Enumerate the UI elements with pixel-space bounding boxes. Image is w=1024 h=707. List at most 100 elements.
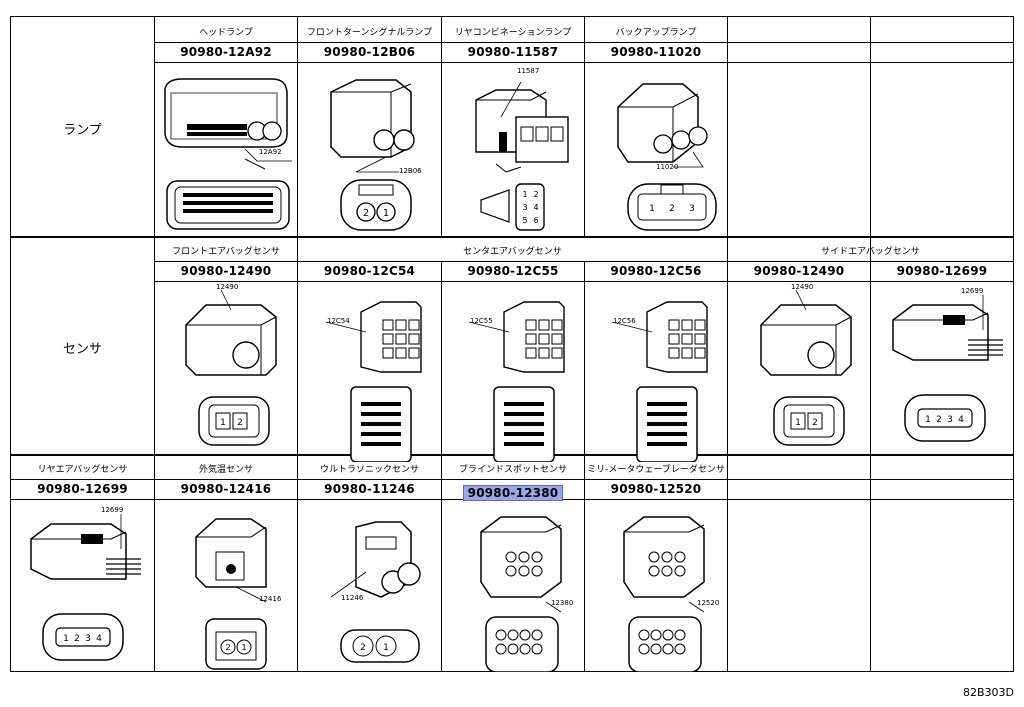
- callout-label: 11246: [341, 594, 364, 602]
- cell-label: 外気温センサ: [198, 465, 253, 475]
- grid-line: [154, 62, 1013, 63]
- pin-label: 1: [795, 418, 801, 428]
- pin-label: 2: [360, 643, 366, 653]
- cell-label: ウルトラソニックセンサ: [319, 465, 419, 475]
- pin-label: 2: [533, 190, 538, 199]
- callout-label: 12C54: [327, 317, 350, 325]
- pin-label: 4: [958, 415, 964, 425]
- pin-label: 4: [96, 634, 102, 644]
- pin-label: 2: [74, 634, 80, 644]
- cell-label: バックアップランプ: [615, 28, 697, 38]
- callout-label: 12C56: [613, 317, 636, 325]
- grid-line: [297, 17, 298, 671]
- connector-multi-pin-icon: [325, 301, 422, 462]
- connector-2-pin-icon: 2 1: [330, 521, 421, 663]
- pin-label: 1: [383, 208, 389, 219]
- pin-label: 1: [220, 418, 226, 428]
- cell-label: ヘッドランプ: [199, 28, 253, 38]
- callout-label: 12416: [259, 595, 282, 603]
- callout-label: 12380: [551, 599, 574, 607]
- connector-catalog-sheet: ランプ センサ ヘッドランプ フロントターンシグナルランプ リヤコンビネーション…: [10, 16, 1014, 672]
- cell-label: リヤコンビネーションランプ: [454, 28, 572, 38]
- grid-line: [154, 261, 1013, 262]
- pin-label: 4: [533, 203, 538, 212]
- callout-label: 12A92: [259, 148, 282, 156]
- part-number[interactable]: 90980-12C54: [323, 264, 416, 278]
- group-label: フロントエアバッグセンサ: [172, 247, 280, 257]
- pin-label: 2: [669, 204, 675, 214]
- part-number[interactable]: 90980-12B06: [323, 45, 416, 59]
- connector-multi-pin-icon: [468, 301, 565, 462]
- pin-label: 1: [522, 190, 527, 199]
- connector-2-pin-icon: 2 1: [195, 518, 267, 670]
- part-number[interactable]: 90980-12699: [37, 482, 128, 496]
- connector-2-pin-icon: 1 2: [185, 289, 277, 446]
- callout-label: 11020: [656, 163, 679, 171]
- callout-label: 12520: [697, 599, 720, 607]
- grid-line: [11, 479, 1013, 480]
- pin-label: 3: [947, 415, 953, 425]
- part-number[interactable]: 90980-11020: [610, 45, 702, 59]
- group-label: サイドエアバッグセンサ: [821, 247, 920, 257]
- part-number[interactable]: 90980-12C56: [610, 264, 702, 278]
- connector-multi-pin-icon: [623, 516, 705, 672]
- cell-label: フロントターンシグナルランプ: [306, 28, 433, 38]
- part-number[interactable]: 90980-12520: [610, 482, 702, 496]
- grid-line: [154, 42, 1013, 43]
- connector-3-pin-icon: 1 2 3: [617, 83, 717, 231]
- part-number-highlighted[interactable]: 90980-12380: [462, 485, 564, 501]
- pin-label: 1: [925, 415, 931, 425]
- cell-label: ブラインドスポットセンサ: [458, 465, 567, 475]
- connector-multi-pin-icon: [164, 78, 292, 230]
- callout-label: 12C55: [470, 317, 493, 325]
- callout-label: 12699: [961, 287, 984, 295]
- part-number[interactable]: 90980-12416: [180, 482, 272, 496]
- pin-label: 2: [225, 643, 230, 652]
- part-number[interactable]: 90980-12490: [753, 264, 845, 278]
- row-title-lamp: ランプ: [63, 123, 102, 138]
- part-number[interactable]: 90980-12699: [896, 264, 988, 278]
- grid-line: [154, 17, 155, 671]
- grid-line: [870, 17, 871, 671]
- connector-4-pin-icon: 1 2 3 4: [892, 295, 1003, 442]
- grid-line: [584, 17, 585, 671]
- grid-line: [11, 236, 1013, 238]
- pin-label: 2: [237, 418, 243, 428]
- connector-multi-pin-icon: [611, 301, 708, 462]
- grid-line: [441, 17, 442, 671]
- group-label: センタエアバッグセンサ: [463, 247, 562, 257]
- cell-label: ミリ-メータウェーブレーダセンサ: [587, 465, 725, 475]
- merged-cell-mask: [298, 238, 727, 261]
- connector-6-pin-icon: 1 2 3 4 5 6: [475, 81, 569, 231]
- cell-label: リヤエアバッグセンサ: [37, 465, 128, 475]
- part-number[interactable]: 90980-12490: [180, 264, 272, 278]
- part-number[interactable]: 90980-11587: [467, 45, 559, 59]
- merged-cell-mask: [871, 238, 1013, 261]
- pin-label: 3: [522, 203, 527, 212]
- pin-label: 2: [363, 208, 369, 219]
- pin-label: 2: [812, 418, 818, 428]
- connector-multi-pin-icon: [480, 516, 562, 672]
- part-number[interactable]: 90980-12A92: [180, 45, 272, 59]
- row-title-sensor: センサ: [62, 342, 102, 357]
- connector-4-pin-icon: 1 2 3 4: [30, 514, 141, 661]
- callout-label: 12B06: [399, 167, 422, 175]
- part-number[interactable]: 90980-12C55: [467, 264, 559, 278]
- connector-2-pin-icon: 1 2: [760, 289, 852, 446]
- callout-label: 12699: [101, 506, 124, 514]
- callout-label: 12490: [216, 283, 239, 291]
- pin-label: 6: [533, 216, 538, 225]
- connector-2-pin-icon: 2 1: [330, 79, 415, 231]
- pin-label: 2: [936, 415, 942, 425]
- pin-label: 3: [85, 634, 91, 644]
- grid-line: [154, 281, 1013, 282]
- pin-label: 1: [241, 643, 246, 652]
- document-id: 82B303D: [962, 686, 1014, 699]
- callout-label: 11587: [517, 67, 540, 75]
- pin-label: 1: [383, 643, 389, 653]
- pin-label: 3: [689, 204, 695, 214]
- pin-label: 1: [63, 634, 69, 644]
- grid-line: [727, 17, 728, 671]
- part-number[interactable]: 90980-11246: [324, 482, 415, 496]
- callout-label: 12490: [791, 283, 814, 291]
